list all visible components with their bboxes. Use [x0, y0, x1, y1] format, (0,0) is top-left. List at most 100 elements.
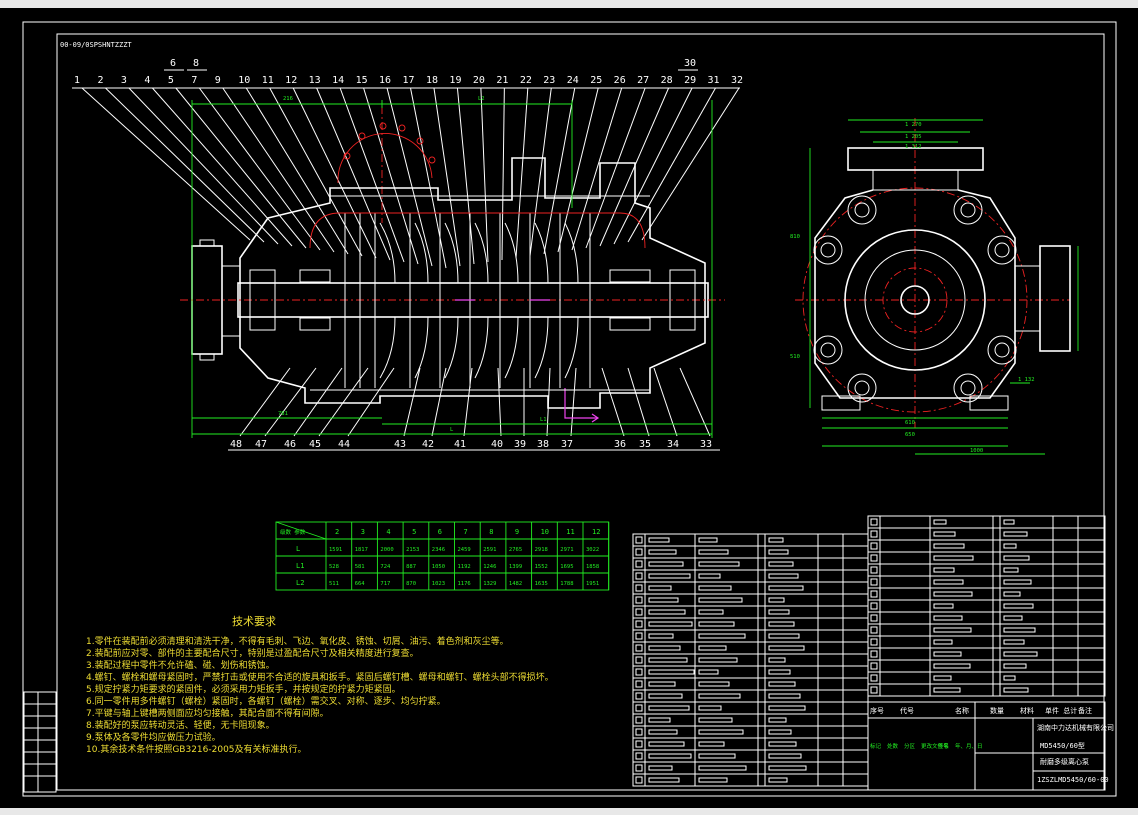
- part-number-label: 27: [637, 75, 649, 86]
- table-row-label: L1: [296, 562, 304, 570]
- table-cell: 2591: [483, 547, 496, 553]
- table-cell: 1192: [458, 564, 471, 570]
- note-item: 6.同一零件用多件螺钉（螺栓）紧固时，各螺钉（螺栓）需交叉、对称、逐步、均匀拧紧…: [86, 695, 446, 707]
- table-header-cell: 4: [386, 528, 390, 536]
- table-cell: 717: [380, 581, 390, 587]
- part-number-label: 46: [284, 439, 296, 450]
- part-number-label: 2: [97, 75, 103, 86]
- table-header-cell: 11: [566, 528, 574, 536]
- part-number-label: 32: [731, 75, 743, 86]
- product-model: MD5450/60型: [1040, 741, 1085, 750]
- part-number-label: 21: [496, 75, 508, 86]
- table-row-label: L2: [296, 579, 304, 587]
- part-number-label: 14: [332, 75, 344, 86]
- part-number-label: 38: [537, 439, 549, 450]
- part-number-label: 9: [215, 75, 221, 86]
- sign-row-label: 分区: [904, 742, 916, 750]
- table-header-cell: 5: [412, 528, 416, 536]
- table-header-cell: 10: [541, 528, 549, 536]
- part-number-label-upper: 30: [684, 58, 696, 69]
- table-cell: 1246: [483, 564, 496, 570]
- part-number-label: 12: [285, 75, 297, 86]
- table-header-cell: 2: [335, 528, 339, 536]
- table-cell: 1023: [432, 581, 445, 587]
- part-number-label: 1: [74, 75, 80, 86]
- table-cell: 581: [355, 564, 365, 570]
- sign-row-label: 年、月、日: [955, 742, 983, 750]
- part-number-label: 45: [309, 439, 321, 450]
- part-number-label: 3: [121, 75, 127, 86]
- table-cell: 1050: [432, 564, 445, 570]
- table-cell: 1695: [560, 564, 573, 570]
- part-number-label: 22: [520, 75, 532, 86]
- part-number-label: 20: [473, 75, 485, 86]
- table-cell: 664: [355, 581, 366, 587]
- note-item: 9.泵体及各零件均应做压力试验。: [86, 731, 221, 743]
- title-block-header: 备注: [1078, 706, 1092, 715]
- table-cell: 1635: [535, 581, 548, 587]
- part-number-label: 7: [191, 75, 197, 86]
- title-block-header: 序号: [870, 706, 884, 715]
- part-number-label: 5: [168, 75, 174, 86]
- note-item: 5.规定拧紧力矩要求的紧固件，必须采用力矩扳手，并按规定的拧紧力矩紧固。: [86, 683, 401, 695]
- part-number-label: 36: [614, 439, 626, 450]
- table-cell: 1176: [458, 581, 471, 587]
- part-number-label: 48: [230, 439, 242, 450]
- outer-frame: [22, 21, 1117, 797]
- table-cell: 2765: [509, 547, 522, 553]
- title-block-header: 数量: [990, 706, 1004, 715]
- title-block-header: 材料: [1020, 706, 1034, 715]
- table-header-cell: 6: [438, 528, 442, 536]
- table-cell: 1788: [560, 581, 573, 587]
- dim-L2: L2: [478, 96, 485, 102]
- table-cell: 528: [329, 564, 339, 570]
- part-number-label: 13: [309, 75, 321, 86]
- dim-h2: 510: [790, 354, 800, 360]
- table-header-cell: 7: [464, 528, 468, 536]
- table-header-cell: 12: [592, 528, 600, 536]
- part-number-label: 25: [590, 75, 602, 86]
- table-cell: 2971: [560, 547, 573, 553]
- company-name: 湖南中力达机械有限公司: [1037, 723, 1114, 732]
- part-number-label: 11: [262, 75, 274, 86]
- part-number-label: 19: [449, 75, 461, 86]
- part-number-label: 39: [514, 439, 526, 450]
- pump-side-view: 1 270 1 205 1 312 810 510 610 650 1000 1…: [790, 118, 1079, 455]
- inner-frame: [56, 33, 1105, 791]
- part-number-label: 44: [338, 439, 350, 450]
- sign-row-label: 处数: [887, 742, 899, 750]
- dim-r: 1 132: [1018, 377, 1035, 383]
- product-name: 耐磨多级离心泵: [1040, 757, 1089, 766]
- note-item: 2.装配前应对零、部件的主要配合尺寸，特别是过盈配合尺寸及相关精度进行复查。: [86, 647, 419, 659]
- part-number-label-upper: 8: [193, 58, 199, 69]
- table-cell: 724: [380, 564, 391, 570]
- table-corner-header: 级数 参数: [280, 528, 306, 536]
- part-number-label: 42: [422, 439, 434, 450]
- table-cell: 1858: [586, 564, 599, 570]
- dim-216: 216: [283, 96, 293, 102]
- title-block-header: 名称: [955, 706, 969, 715]
- binding-block: [23, 691, 57, 793]
- note-item: 4.螺钉、螺栓和螺母紧固时，严禁打击或使用不合适的旋具和扳手。紧固后螺钉槽、螺母…: [86, 671, 554, 683]
- part-number-label: 29: [684, 75, 696, 86]
- dim-L: L: [450, 427, 454, 433]
- dim-781: 781: [278, 411, 288, 417]
- table-cell: 1399: [509, 564, 522, 570]
- title-block-header: 单件 总计: [1045, 706, 1077, 715]
- technical-notes: 技术要求 1.零件在装配前必须清理和清洗干净，不得有毛刺、飞边、氧化皮、锈蚀、切…: [86, 615, 554, 755]
- parts-list: [632, 515, 1106, 787]
- title-block: 湖南中力达机械有限公司 MD5450/60型 耐磨多级离心泵 1ZSZLMD54…: [867, 701, 1114, 791]
- note-item: 7.平键与轴上键槽两侧面应均匀接触，其配合面不得有间隙。: [86, 707, 329, 719]
- table-cell: 2918: [535, 547, 548, 553]
- part-number-label: 16: [379, 75, 391, 86]
- sign-row-label: 签名: [938, 742, 949, 750]
- part-number-label: 34: [667, 439, 679, 450]
- leader-lines-bottom: [228, 367, 720, 451]
- dim-w3: 1000: [970, 448, 983, 454]
- table-cell: 2153: [406, 547, 419, 553]
- note-item: 1.零件在装配前必须清理和清洗干净，不得有毛刺、飞边、氧化皮、锈蚀、切屑、油污、…: [86, 635, 509, 647]
